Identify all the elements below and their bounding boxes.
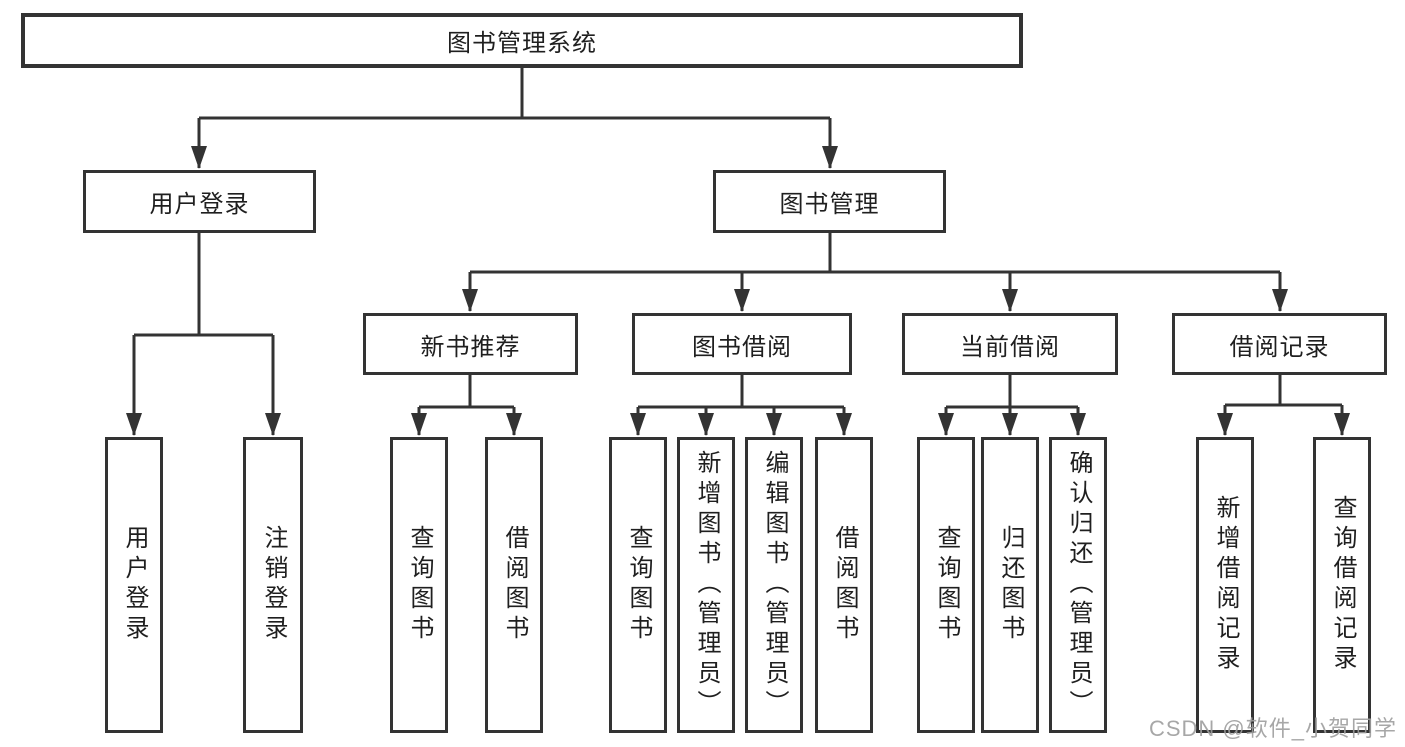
- leaf-user-login: 用户登录: [105, 437, 163, 733]
- node-user-login: 用户登录: [83, 170, 316, 233]
- node-current-borrow-label: 当前借阅: [960, 333, 1060, 361]
- leaf-return-books-label: 归还图书: [997, 525, 1024, 645]
- leaf-confirm-return-admin: 确认归还（管理员）: [1049, 437, 1107, 733]
- leaf-query-books-recommend-label: 查询图书: [406, 525, 433, 645]
- leaf-add-books-admin: 新增图书（管理员）: [677, 437, 735, 733]
- leaf-query-books-current-label: 查询图书: [933, 525, 960, 645]
- leaf-query-books-borrow: 查询图书: [609, 437, 667, 733]
- leaf-borrow-books-recommend-label: 借阅图书: [501, 525, 528, 645]
- leaf-add-borrow-record-label: 新增借阅记录: [1212, 495, 1239, 675]
- leaf-edit-books-admin-label: 编辑图书（管理员）: [761, 450, 788, 720]
- node-new-book-recommend-label: 新书推荐: [420, 333, 521, 361]
- node-book-management-label: 图书管理: [779, 191, 880, 218]
- leaf-user-login-label: 用户登录: [121, 525, 148, 645]
- leaf-query-borrow-record: 查询借阅记录: [1313, 437, 1371, 733]
- node-current-borrow: 当前借阅: [902, 313, 1118, 375]
- csdn-watermark: CSDN @软件_小贺同学: [1148, 716, 1397, 741]
- leaf-add-books-admin-label: 新增图书（管理员）: [693, 450, 720, 720]
- leaf-query-books-borrow-label: 查询图书: [625, 525, 652, 645]
- node-borrow-records-label: 借阅记录: [1229, 333, 1330, 361]
- node-book-management: 图书管理: [713, 170, 946, 233]
- leaf-query-borrow-record-label: 查询借阅记录: [1329, 495, 1356, 675]
- leaf-query-books-recommend: 查询图书: [390, 437, 448, 733]
- leaf-logout: 注销登录: [243, 437, 303, 733]
- leaf-confirm-return-admin-label: 确认归还（管理员）: [1065, 450, 1092, 720]
- arrowheads: [126, 146, 1350, 436]
- leaf-borrow-books: 借阅图书: [815, 437, 873, 733]
- leaf-add-borrow-record: 新增借阅记录: [1196, 437, 1254, 733]
- leaf-edit-books-admin: 编辑图书（管理员）: [745, 437, 803, 733]
- node-new-book-recommend: 新书推荐: [363, 313, 578, 375]
- node-borrow-records: 借阅记录: [1172, 313, 1387, 375]
- node-book-borrow-label: 图书借阅: [692, 333, 792, 361]
- leaf-borrow-books-label: 借阅图书: [831, 525, 858, 645]
- node-root-system: 图书管理系统: [21, 13, 1023, 68]
- node-book-borrow: 图书借阅: [632, 313, 852, 375]
- node-user-login-label: 用户登录: [149, 191, 250, 218]
- leaf-query-books-current: 查询图书: [917, 437, 975, 733]
- leaf-borrow-books-recommend: 借阅图书: [485, 437, 543, 733]
- leaf-return-books: 归还图书: [981, 437, 1039, 733]
- node-root-label: 图书管理系统: [447, 30, 597, 57]
- leaf-logout-label: 注销登录: [260, 525, 287, 645]
